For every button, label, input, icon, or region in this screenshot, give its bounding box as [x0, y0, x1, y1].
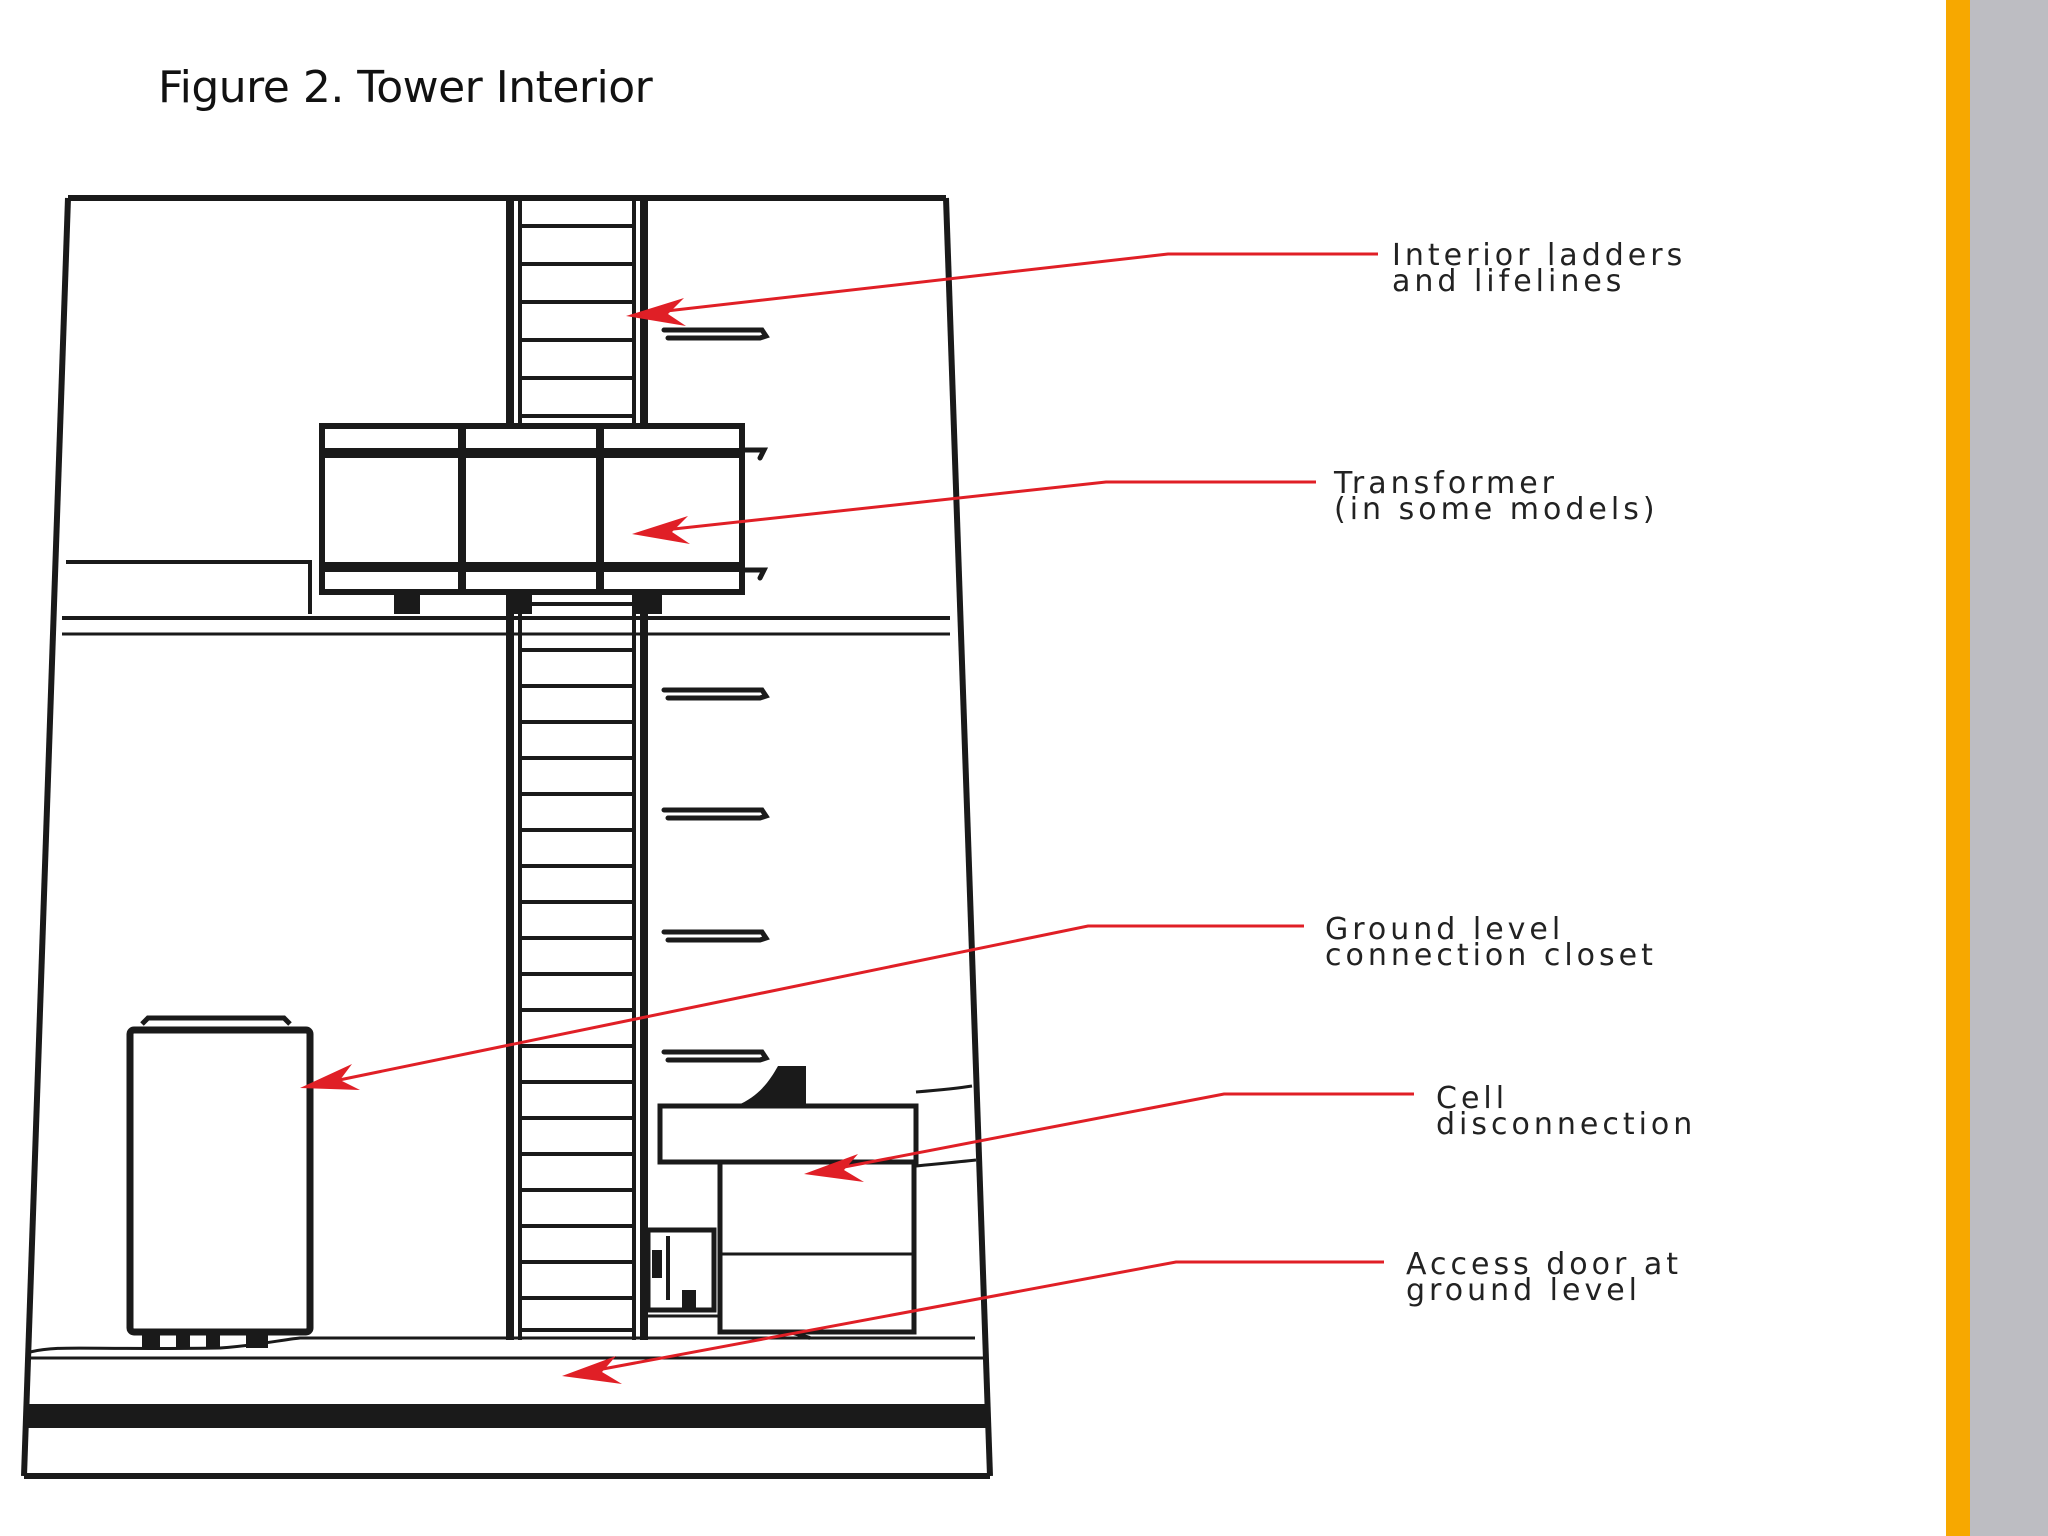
callout-line: Ground level: [1325, 912, 1565, 947]
arrow-cell: [817, 1092, 1414, 1174]
callout-interior-ladders: Interior ladders and lifelines: [1392, 238, 1687, 299]
arrow-ladders: [639, 252, 1378, 316]
tower-interior-figure: [21, 195, 1414, 1479]
side-panel: [1970, 0, 2048, 1536]
ground-floor-curve: [29, 1336, 975, 1354]
arrow-door: [575, 1260, 1384, 1376]
arrow-closet: [309, 924, 1304, 1088]
cell-disconnection-box: [645, 1066, 977, 1340]
transformer: [319, 423, 745, 614]
lifeline-clips: [661, 327, 770, 1063]
callout-line: (in some models): [1334, 492, 1659, 527]
connection-closet: [126, 1015, 314, 1348]
callout-line: Transformer: [1334, 466, 1559, 501]
accent-bar: [1946, 0, 1970, 1536]
ladder-rungs: [520, 224, 634, 1332]
slide-title: Figure 2. Tower Interior: [158, 62, 653, 113]
callout-line: Interior ladders: [1392, 238, 1687, 273]
callout-line: ground level: [1406, 1273, 1642, 1308]
foundation-slab: [26, 1404, 986, 1428]
callout-line: connection closet: [1325, 938, 1657, 973]
callout-line: Cell: [1436, 1081, 1509, 1116]
callout-line: disconnection: [1436, 1107, 1697, 1142]
equipment-shelf: [66, 560, 312, 614]
callout-transformer: Transformer (in some models): [1334, 466, 1659, 527]
arrow-transformer: [645, 480, 1316, 534]
callout-cell-disconnection: Cell disconnection: [1436, 1081, 1697, 1142]
callout-arrows: [300, 252, 1414, 1384]
callout-line: and lifelines: [1392, 264, 1626, 299]
callout-line: Access door at: [1406, 1247, 1683, 1282]
callout-access-door: Access door at ground level: [1406, 1247, 1683, 1308]
tower-left-wall: [21, 197, 71, 1477]
callout-connection-closet: Ground level connection closet: [1325, 912, 1657, 973]
tower-right-wall: [943, 197, 993, 1477]
